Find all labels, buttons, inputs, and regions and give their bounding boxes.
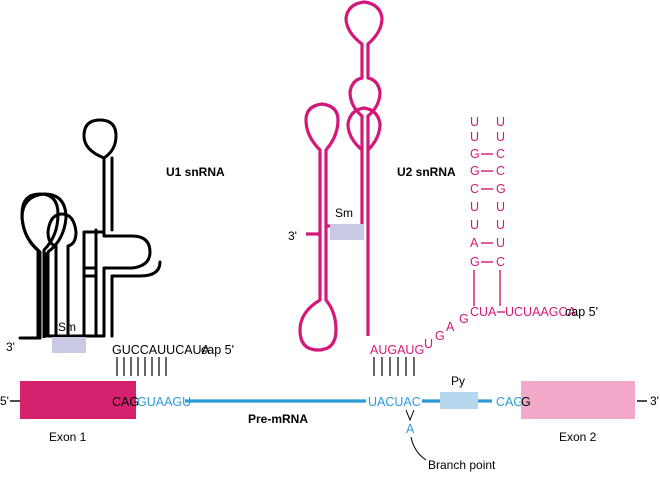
u2-stem-right: U U C C G U U U C — [496, 115, 506, 269]
u1-snrna-outline — [20, 192, 60, 338]
u2-aug-seq: AUGAUG — [370, 343, 424, 357]
u2-sm-label: Sm — [335, 206, 353, 220]
u1-cap: cap 5' — [201, 343, 234, 357]
exon1-label: Exon 1 — [49, 430, 87, 444]
svg-text:G: G — [470, 255, 480, 269]
u2-label: U2 snRNA — [397, 165, 456, 179]
five-prime-label: 5' — [0, 394, 9, 408]
u2-cua-seq: CUA — [470, 305, 497, 319]
svg-text:U: U — [496, 130, 505, 144]
premrna-label: Pre-mRNA — [248, 412, 308, 426]
intron-5ss: GUAAGU — [137, 395, 191, 409]
acceptor-cag: CAG — [496, 395, 523, 409]
u1-snrna-structure — [18, 118, 162, 340]
u2-stem-pairs — [481, 153, 493, 263]
branch-site-seq: UACUAC — [368, 395, 421, 409]
three-prime-label: 3' — [650, 394, 659, 408]
u2-u-letter: U — [424, 337, 433, 351]
u2-stem-connectors — [473, 270, 501, 306]
exon1-box — [20, 381, 136, 419]
svg-text:U: U — [470, 218, 479, 232]
svg-text:U: U — [496, 236, 505, 250]
svg-text:U: U — [496, 200, 505, 214]
svg-text:G: G — [470, 147, 480, 161]
u2-a-letter: A — [446, 320, 455, 334]
exon1-cag: CAG — [112, 395, 139, 409]
svg-text:C: C — [470, 182, 479, 196]
svg-text:U: U — [496, 115, 505, 129]
exon2-g: G — [521, 395, 531, 409]
u2-g-letter-2: G — [459, 312, 469, 326]
svg-text:U: U — [496, 218, 505, 232]
u1-sm-box — [52, 337, 86, 353]
u2-snrna-structure — [298, 0, 384, 352]
branch-label: Branch point — [428, 458, 496, 472]
u1-three-prime: 3' — [6, 340, 15, 354]
svg-text:G: G — [470, 164, 480, 178]
u2-tail-seq: UCUAAGCA — [505, 305, 577, 319]
u1-sequence: GUCCAUUCAUA — [112, 343, 211, 357]
exon2-label: Exon 2 — [559, 430, 597, 444]
svg-text:U: U — [470, 130, 479, 144]
u2-stem-left: U U G G C U U A G — [470, 115, 480, 269]
py-label: Py — [451, 374, 465, 388]
u2-cap: cap 5' — [565, 305, 598, 319]
u1-label: U1 snRNA — [166, 165, 225, 179]
u2-g-letter-1: G — [435, 329, 445, 343]
u2-sm-box — [330, 224, 364, 240]
svg-text:A: A — [470, 236, 479, 250]
u2-three-prime: 3' — [288, 229, 297, 243]
branch-pointer — [410, 436, 427, 461]
u1-pair-ticks — [116, 357, 167, 376]
svg-text:C: C — [496, 164, 505, 178]
exon2-box — [521, 381, 635, 419]
py-box — [440, 392, 478, 409]
branch-connector — [405, 409, 415, 422]
svg-text:C: C — [496, 255, 505, 269]
svg-text:C: C — [496, 147, 505, 161]
u1-sm-label: Sm — [58, 320, 76, 334]
u2-pair-ticks — [373, 357, 415, 376]
branch-a: A — [406, 422, 415, 436]
svg-text:U: U — [470, 115, 479, 129]
svg-text:G: G — [496, 182, 506, 196]
svg-text:U: U — [470, 200, 479, 214]
